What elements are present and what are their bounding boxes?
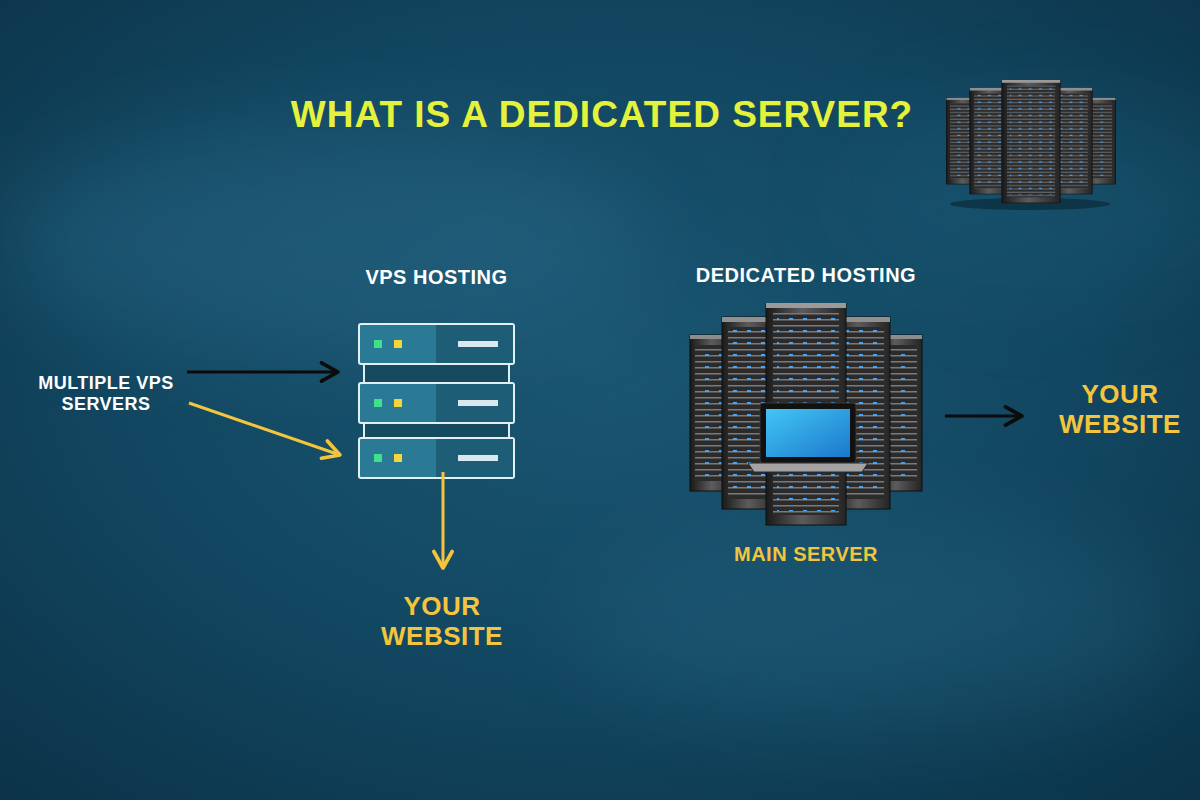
- server-rack-icon: [945, 80, 1117, 206]
- text-node: YOUR WEBSITE: [362, 588, 522, 656]
- dedicated-server-rack: [688, 303, 924, 527]
- arrow-connector: [189, 403, 340, 455]
- server-label: MAIN SERVER: [734, 543, 878, 566]
- diagram-title: WHAT IS A DEDICATED SERVER?: [0, 94, 1200, 137]
- text-node: MULTIPLE VPS SERVERS: [28, 369, 184, 419]
- arrow-connector: [442, 472, 445, 568]
- server-stack: VPS HOSTING: [358, 323, 515, 480]
- text-node: YOUR WEBSITE: [1048, 376, 1192, 444]
- arrow-connector: [187, 371, 338, 374]
- target-label: YOUR WEBSITE: [362, 592, 522, 652]
- source-label: MULTIPLE VPS SERVERS: [28, 373, 184, 414]
- section-heading: DEDICATED HOSTING: [696, 264, 916, 287]
- vps-server-stack: [358, 323, 515, 480]
- section-heading: VPS HOSTING: [365, 266, 507, 289]
- target-label: YOUR WEBSITE: [1048, 380, 1192, 440]
- server-rack: DEDICATED HOSTINGMAIN SERVER: [688, 303, 924, 527]
- arrow-connector: [945, 415, 1022, 418]
